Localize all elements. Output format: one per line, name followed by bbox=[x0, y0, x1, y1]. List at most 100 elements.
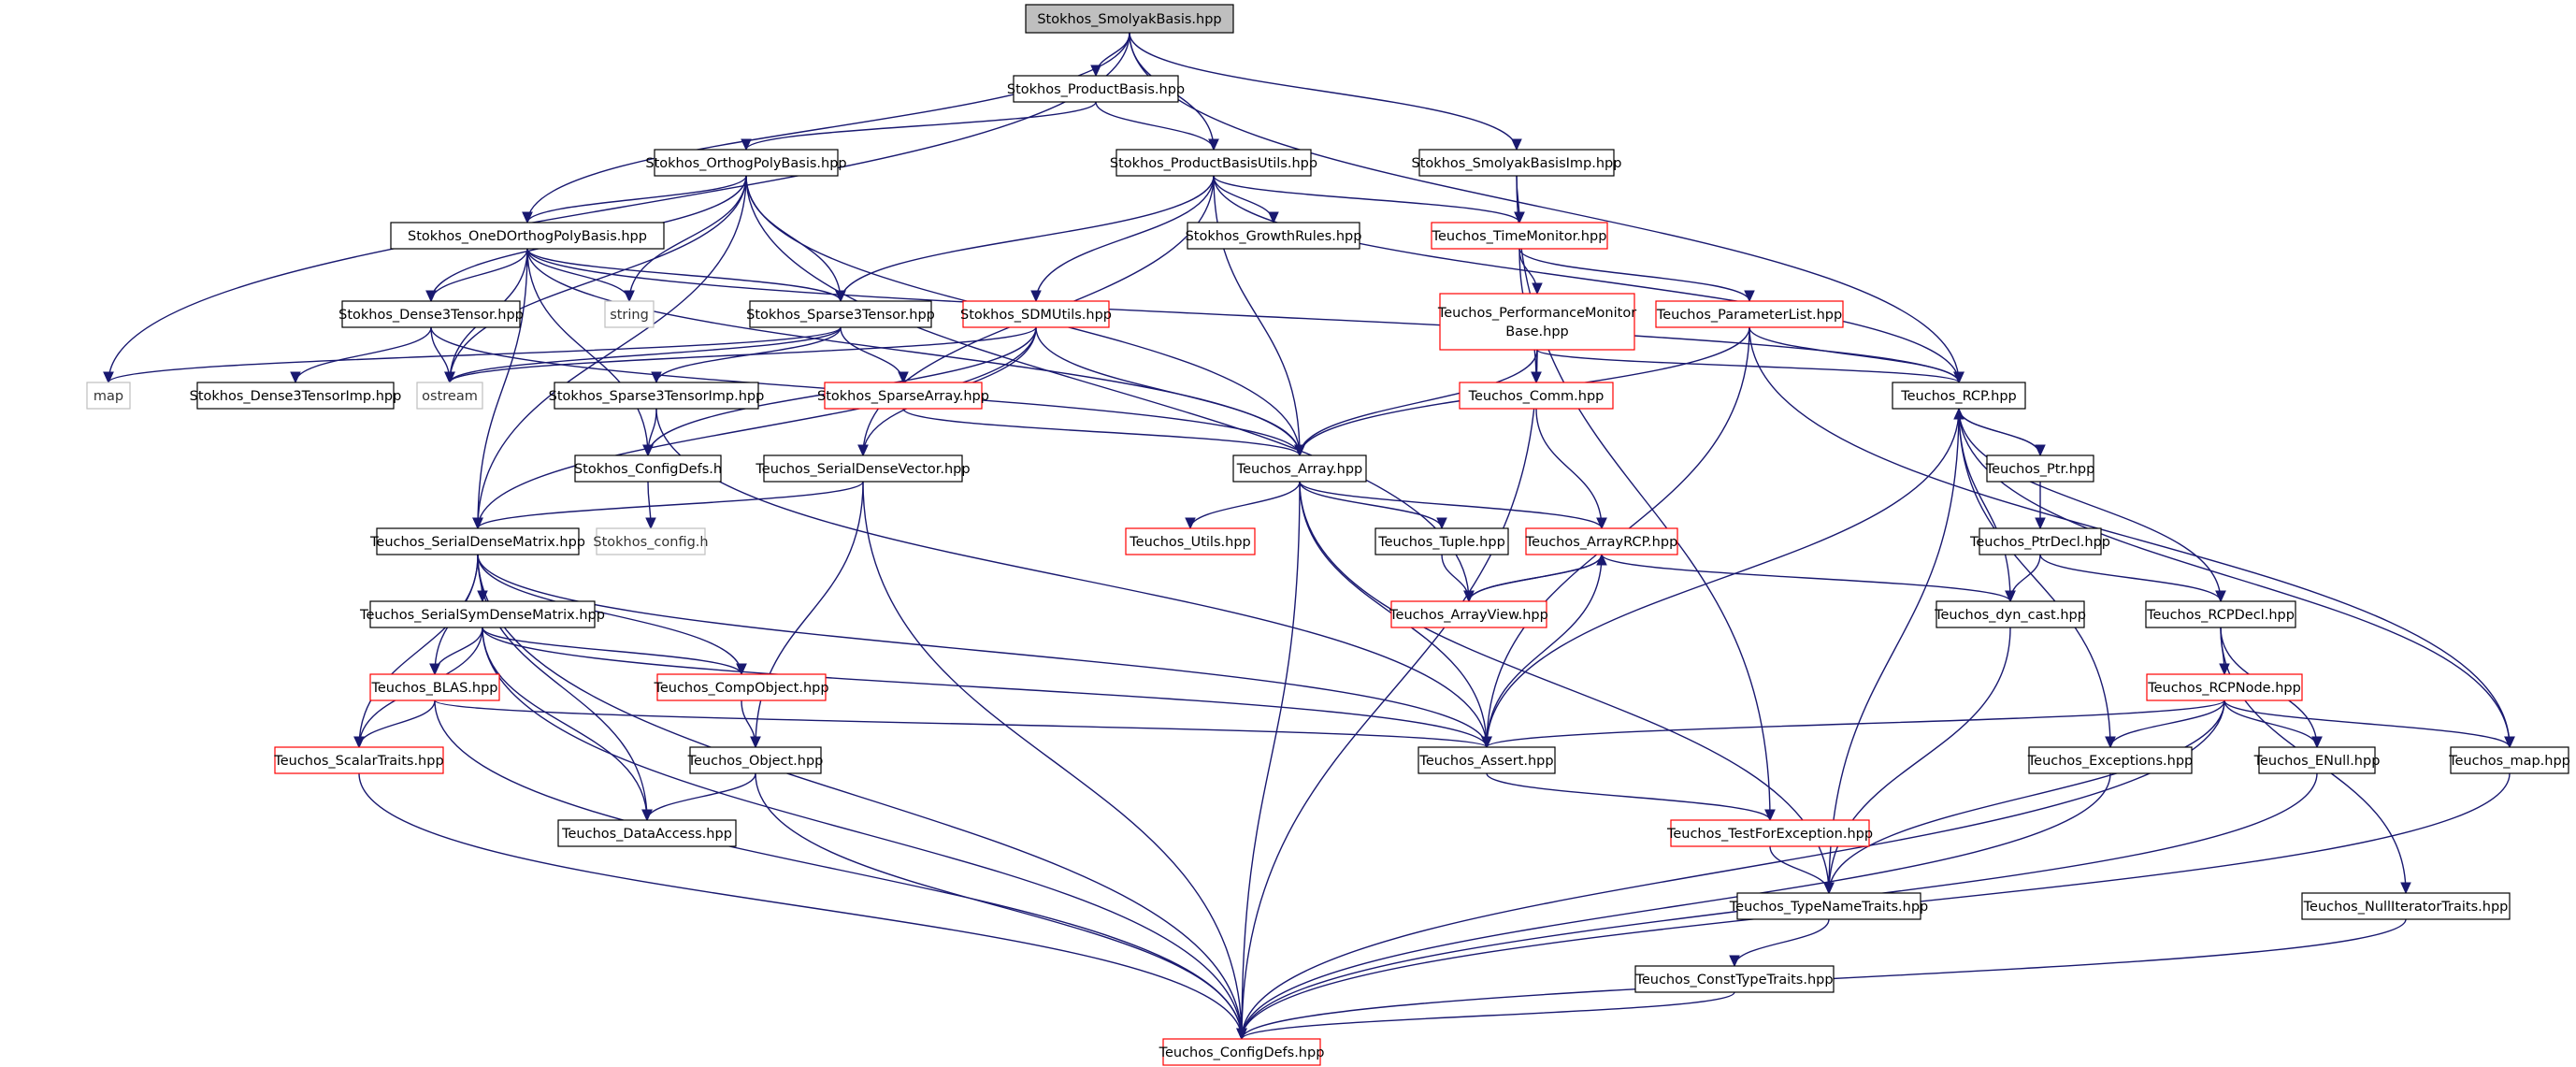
edge-oned-to-dense3 bbox=[425, 248, 528, 303]
node-comm[interactable]: Teuchos_Comm.hpp bbox=[1459, 382, 1614, 410]
edge-perfmon-to-rcp bbox=[1536, 349, 1964, 384]
edge-sdm-to-dataaccess bbox=[477, 554, 653, 822]
node-sparsearray[interactable]: Stokhos_SparseArray.hpp bbox=[817, 382, 989, 410]
node-label: Teuchos_ArrayRCP.hpp bbox=[1525, 535, 1678, 550]
node-arrayview[interactable]: Teuchos_ArrayView.hpp bbox=[1389, 600, 1548, 628]
node-label: Teuchos_TypeNameTraits.hpp bbox=[1729, 900, 1928, 915]
node-ostream[interactable]: ostream bbox=[416, 382, 483, 410]
node-dataaccess[interactable]: Teuchos_DataAccess.hpp bbox=[557, 819, 737, 847]
node-sparse3[interactable]: Stokhos_Sparse3Tensor.hpp bbox=[746, 300, 935, 328]
edge-prodbasis-to-orthog bbox=[741, 101, 1097, 151]
node-root[interactable]: Stokhos_SmolyakBasis.hpp bbox=[1025, 4, 1234, 34]
node-tuple[interactable]: Teuchos_Tuple.hpp bbox=[1374, 527, 1509, 555]
node-compobj[interactable]: Teuchos_CompObject.hpp bbox=[653, 673, 829, 701]
node-ptrdecl[interactable]: Teuchos_PtrDecl.hpp bbox=[1969, 527, 2110, 555]
node-sdmutils[interactable]: Stokhos_SDMUtils.hpp bbox=[960, 300, 1112, 328]
node-tmap[interactable]: Teuchos_map.hpp bbox=[2448, 746, 2570, 774]
edge-array-to-tuple bbox=[1299, 481, 1447, 530]
node-nulliter[interactable]: Teuchos_NullIteratorTraits.hpp bbox=[2301, 892, 2511, 920]
node-label: Stokhos_Sparse3Tensor.hpp bbox=[746, 308, 935, 323]
node-string[interactable]: string bbox=[604, 300, 655, 328]
node-array[interactable]: Teuchos_Array.hpp bbox=[1232, 454, 1367, 483]
node-dyncast[interactable]: Teuchos_dyn_cast.hpp bbox=[1934, 600, 2086, 628]
edge-scalartraits-to-tconfigdefs bbox=[358, 772, 1247, 1041]
node-testexc[interactable]: Teuchos_TestForException.hpp bbox=[1666, 819, 1873, 847]
edge-root-to-oned bbox=[522, 32, 1130, 224]
node-dense3[interactable]: Stokhos_Dense3Tensor.hpp bbox=[338, 300, 524, 328]
node-tconfigdefs[interactable]: Teuchos_ConfigDefs.hpp bbox=[1158, 1038, 1325, 1066]
node-oned[interactable]: Stokhos_OneDOrthogPolyBasis.hpp bbox=[390, 222, 665, 250]
node-label: Stokhos_OrthogPolyBasis.hpp bbox=[645, 156, 846, 171]
edge-sdm-to-assert bbox=[477, 554, 1492, 749]
edge-produtils-to-timemon bbox=[1213, 175, 1525, 224]
node-paramlist[interactable]: Teuchos_ParameterList.hpp bbox=[1655, 300, 1844, 328]
node-orthog[interactable]: Stokhos_OrthogPolyBasis.hpp bbox=[645, 149, 847, 177]
edge-sparsearray-to-array bbox=[902, 408, 1305, 457]
node-object[interactable]: Teuchos_Object.hpp bbox=[687, 746, 824, 774]
node-label: Teuchos_SerialDenseMatrix.hpp bbox=[369, 535, 585, 550]
node-enull[interactable]: Teuchos_ENull.hpp bbox=[2253, 746, 2381, 774]
node-assert[interactable]: Teuchos_Assert.hpp bbox=[1418, 746, 1556, 774]
node-label: Teuchos_dyn_cast.hpp bbox=[1934, 608, 2086, 623]
node-ptr[interactable]: Teuchos_Ptr.hpp bbox=[1985, 454, 2095, 483]
node-produtils[interactable]: Stokhos_ProductBasisUtils.hpp bbox=[1110, 149, 1317, 177]
edge-rcp-to-assert bbox=[1481, 408, 1960, 749]
node-label: Teuchos_SerialSymDenseMatrix.hpp bbox=[359, 608, 605, 623]
node-timemon[interactable]: Teuchos_TimeMonitor.hpp bbox=[1431, 222, 1608, 250]
edge-ssdm-to-assert bbox=[482, 627, 1492, 749]
node-label: string bbox=[610, 308, 649, 323]
node-rcpdecl[interactable]: Teuchos_RCPDecl.hpp bbox=[2145, 600, 2296, 628]
node-label: Teuchos_ConstTypeTraits.hpp bbox=[1634, 973, 1833, 988]
edge-testexc-to-typename bbox=[1769, 845, 1835, 895]
node-label: Teuchos_TimeMonitor.hpp bbox=[1432, 229, 1607, 244]
node-utils[interactable]: Teuchos_Utils.hpp bbox=[1125, 527, 1256, 555]
node-blas[interactable]: Teuchos_BLAS.hpp bbox=[369, 673, 500, 701]
node-label: Stokhos_Dense3TensorImp.hpp bbox=[190, 389, 402, 404]
node-dense3imp[interactable]: Stokhos_Dense3TensorImp.hpp bbox=[190, 382, 402, 410]
node-label: Teuchos_Ptr.hpp bbox=[1985, 462, 2095, 477]
edge-configdefs-to-config bbox=[645, 481, 656, 530]
node-sparse3imp[interactable]: Stokhos_Sparse3TensorImp.hpp bbox=[549, 382, 765, 410]
node-map[interactable]: map bbox=[86, 382, 131, 410]
node-growth[interactable]: Stokhos_GrowthRules.hpp bbox=[1186, 222, 1362, 250]
node-label: Stokhos_Sparse3TensorImp.hpp bbox=[549, 389, 765, 404]
edge-sparse3-to-sparsearray bbox=[840, 326, 909, 384]
node-label: Teuchos_TestForException.hpp bbox=[1666, 827, 1873, 842]
node-ssdm[interactable]: Teuchos_SerialSymDenseMatrix.hpp bbox=[359, 600, 605, 628]
node-label: ostream bbox=[422, 389, 478, 404]
edge-rcpnode-to-tmap bbox=[2223, 699, 2515, 749]
node-typename[interactable]: Teuchos_TypeNameTraits.hpp bbox=[1729, 892, 1928, 920]
node-rcp[interactable]: Teuchos_RCP.hpp bbox=[1892, 382, 2026, 410]
edge-timemon-to-paramlist bbox=[1518, 248, 1755, 303]
node-label: Stokhos_OneDOrthogPolyBasis.hpp bbox=[408, 229, 647, 244]
node-label: Teuchos_Array.hpp bbox=[1236, 462, 1363, 477]
edge-orthog-to-oned bbox=[522, 175, 747, 224]
node-prodbasis[interactable]: Stokhos_ProductBasis.hpp bbox=[1007, 75, 1185, 103]
edge-prodbasis-to-produtils bbox=[1095, 101, 1219, 151]
edge-array-to-tconfigdefs bbox=[1236, 481, 1301, 1041]
node-label: Teuchos_CompObject.hpp bbox=[653, 681, 828, 696]
node-exceptions[interactable]: Teuchos_Exceptions.hpp bbox=[2027, 746, 2193, 774]
edge-root-to-smolimp bbox=[1129, 32, 1522, 151]
node-consttype[interactable]: Teuchos_ConstTypeTraits.hpp bbox=[1634, 965, 1835, 993]
node-sdm[interactable]: Teuchos_SerialDenseMatrix.hpp bbox=[369, 527, 585, 555]
edge-blas-to-assert bbox=[434, 699, 1492, 749]
node-configdefs[interactable]: Stokhos_ConfigDefs.h bbox=[574, 454, 722, 483]
node-arrayrcp[interactable]: Teuchos_ArrayRCP.hpp bbox=[1525, 527, 1678, 555]
edge-rcpnode-to-typename bbox=[1823, 699, 2225, 895]
edge-arrayrcp-to-assert bbox=[1481, 554, 1603, 749]
node-rcpnode[interactable]: Teuchos_RCPNode.hpp bbox=[2146, 673, 2303, 701]
node-scalartraits[interactable]: Teuchos_ScalarTraits.hpp bbox=[273, 746, 444, 774]
edge-sdv-to-sdm bbox=[472, 481, 864, 530]
node-smolimp[interactable]: Stokhos_SmolyakBasisImp.hpp bbox=[1412, 149, 1622, 177]
node-label: Teuchos_ConfigDefs.hpp bbox=[1158, 1045, 1325, 1060]
edge-paramlist-to-tmap bbox=[1749, 326, 2515, 749]
node-sdv[interactable]: Teuchos_SerialDenseVector.hpp bbox=[755, 454, 971, 483]
node-label: Teuchos_SerialDenseVector.hpp bbox=[755, 462, 970, 477]
node-config[interactable]: Stokhos_config.h bbox=[593, 527, 709, 555]
node-label: Stokhos_Dense3Tensor.hpp bbox=[338, 308, 524, 323]
edge-paramlist-to-rcp bbox=[1749, 326, 1964, 384]
node-label: Stokhos_config.h bbox=[593, 535, 708, 550]
edge-rcpnode-to-assert bbox=[1481, 699, 2225, 749]
